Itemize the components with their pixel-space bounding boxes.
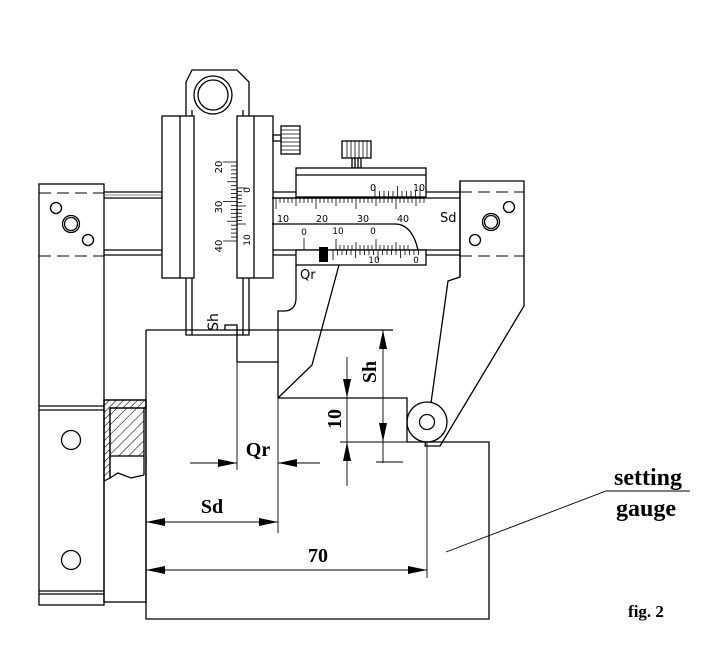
bolt-hole-icon [49,201,63,215]
hscale-label-10: 10 [277,214,289,225]
qr-vernier-label-10: 10 [368,256,380,266]
callout-line1: setting [614,465,682,491]
hvernier-label-0: 0 [370,183,376,194]
adjust-knob-icon [280,125,301,155]
hscale-label-30: 30 [357,214,369,225]
right-bracket [406,180,525,447]
vertical-slider: 20 30 40 0 10 Sh [161,69,301,336]
mount-hole-icon [60,429,82,451]
qr-slider: 0 10 0 10 0 Qr [277,227,427,399]
left-bracket [38,183,105,606]
setting-gauge-block [145,324,490,620]
qr-name: Qr [300,268,316,283]
qr-main-label-10: 10 [332,227,344,237]
figure-caption: fig. 2 [628,602,664,621]
hscale-name: Sd [440,211,457,226]
vscale-name: Sh [206,313,222,331]
qr-marker-icon [319,247,328,262]
vertical-main-scale [223,161,246,242]
hvernier-label-10: 10 [413,183,425,194]
qr-vernier-label-0: 0 [413,256,419,266]
bolt-hole-icon [468,233,482,247]
dimensions: Sh 10 Qr Sd 70 [146,330,428,578]
qr-main-label-0b: 0 [370,227,376,237]
horizontal-slider: 0 10 10 20 30 40 Sd [272,140,457,251]
qr-scale [332,239,419,260]
sd-knob-icon [341,140,372,159]
bolt-hole-icon [61,214,81,234]
vvernier-label-0: 0 [243,187,253,193]
callout-line2: gauge [616,496,676,522]
dim-70-label: 70 [308,545,328,567]
left-column [103,399,147,603]
bolt-hole-icon [81,233,95,247]
hscale-label-40: 40 [397,214,409,225]
hscale-label-20: 20 [316,214,328,225]
vscale-label-40: 40 [214,240,225,253]
dim-qr-label: Qr [246,439,271,461]
qr-main-label-0: 0 [301,228,307,238]
dim-sh-label: Sh [359,361,381,383]
bolt-hole-icon [481,212,501,232]
eye-ring-icon [193,75,233,115]
dim-10-label: 10 [324,409,346,429]
vscale-label-20: 20 [214,161,225,174]
mount-hole-icon [60,549,82,571]
horizontal-main-scale [275,186,425,209]
vscale-label-30: 30 [214,201,225,214]
vvernier-label-10: 10 [243,234,253,246]
setting-gauge-callout: setting gauge [445,465,690,553]
bolt-hole-icon [502,200,516,214]
dim-sd-label: Sd [201,496,223,518]
roller-icon [406,401,448,443]
